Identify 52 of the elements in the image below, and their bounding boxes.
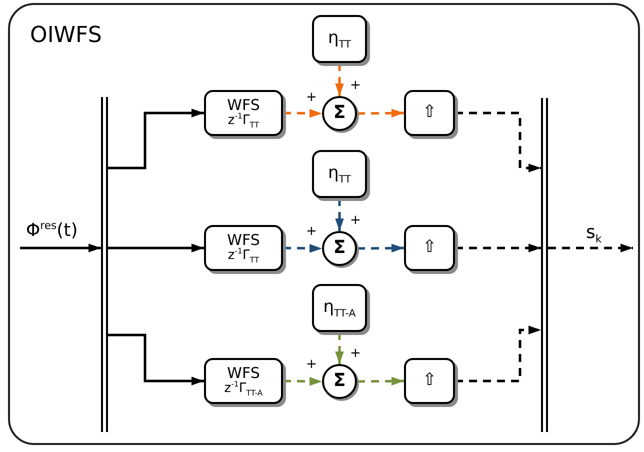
arrow — [335, 332, 344, 364]
sum-junction — [322, 231, 357, 266]
transfer-function: z$^{-1}$Γ$_{TT-A}$ — [224, 382, 263, 398]
block — [312, 150, 367, 198]
bus-bar — [101, 97, 108, 432]
block — [312, 15, 367, 63]
block — [312, 284, 367, 332]
panel-background — [8, 3, 640, 445]
sign-label: + — [306, 90, 317, 105]
signal-label: Φ$^{res}$(t) — [25, 220, 79, 241]
block-label: WFS — [227, 232, 260, 249]
sign-label: + — [306, 357, 317, 372]
arrow — [356, 376, 404, 386]
arrow — [455, 112, 541, 172]
block — [204, 225, 283, 271]
sum-symbol: Σ — [333, 371, 346, 392]
arrow — [548, 244, 633, 252]
arrow — [455, 326, 541, 382]
sign-label: + — [306, 224, 317, 239]
arrow — [335, 63, 344, 96]
sign-label: + — [350, 346, 361, 361]
arrow — [356, 244, 404, 252]
block-label: η$_{TT-A}$ — [323, 298, 356, 318]
panel-title: OIWFS — [30, 23, 102, 48]
arrow — [108, 334, 204, 386]
block-label: ⇧ — [422, 238, 437, 258]
block-label: WFS — [227, 364, 260, 382]
arrow — [335, 198, 344, 231]
sign-label: + — [350, 213, 361, 228]
sum-symbol: Σ — [333, 103, 346, 124]
bus-bar — [541, 98, 548, 432]
block-label: ⇧ — [422, 371, 437, 391]
arrow — [356, 108, 404, 118]
block-label: η$_{TT}$ — [328, 29, 352, 49]
arrow — [20, 244, 101, 252]
block — [404, 358, 455, 404]
block-label: η$_{TT}$ — [328, 164, 352, 184]
arrow — [108, 108, 204, 170]
block-label: ⇧ — [422, 103, 437, 123]
sum-symbol: Σ — [333, 238, 346, 259]
sum-junction — [322, 364, 357, 399]
transfer-function: z$^{-1}$Γ$_{TT}$ — [228, 249, 260, 264]
block — [204, 90, 283, 136]
transfer-function: z$^{-1}$Γ$_{TT}$ — [228, 114, 260, 130]
block-label: WFS — [227, 96, 260, 114]
block — [204, 358, 283, 404]
arrow — [108, 244, 204, 252]
block — [404, 225, 455, 271]
arrow — [455, 244, 541, 252]
sum-junction — [322, 96, 357, 131]
sign-label: + — [350, 78, 361, 93]
block — [404, 90, 455, 136]
